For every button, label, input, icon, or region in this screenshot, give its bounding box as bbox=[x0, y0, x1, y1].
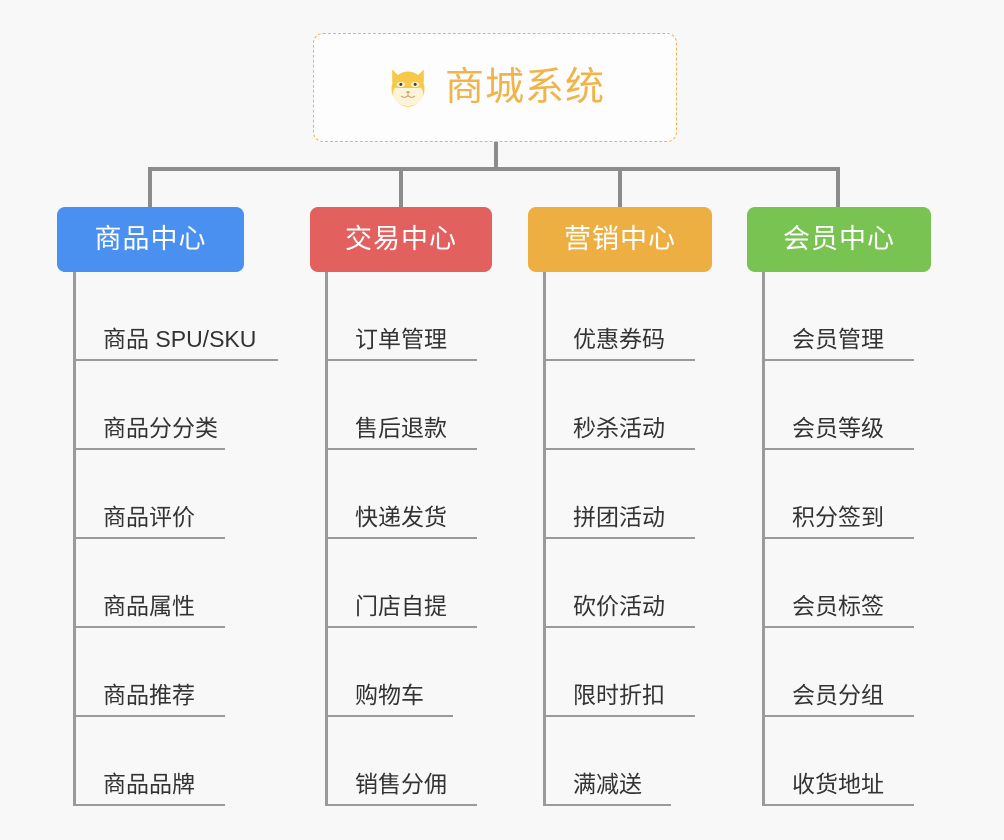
leaf-item[interactable]: 满减送 bbox=[543, 717, 671, 806]
leaf-underline bbox=[543, 448, 695, 450]
leaf-item[interactable]: 砍价活动 bbox=[543, 539, 695, 628]
leaf-underline bbox=[543, 359, 695, 361]
shiba-dog-face-icon bbox=[391, 68, 425, 107]
leaf-item[interactable]: 收货地址 bbox=[762, 717, 914, 806]
leaf-item[interactable]: 会员管理 bbox=[762, 272, 914, 361]
leaf-label: 商品分分类 bbox=[103, 415, 218, 441]
leaf-item[interactable]: 销售分佣 bbox=[325, 717, 477, 806]
leaf-item[interactable]: 商品分分类 bbox=[73, 361, 256, 450]
connector-drop-4 bbox=[836, 167, 840, 207]
leaf-label: 收货地址 bbox=[792, 771, 884, 797]
leaf-underline bbox=[762, 715, 914, 717]
leaf-item[interactable]: 会员标签 bbox=[762, 539, 914, 628]
leaf-underline bbox=[73, 448, 225, 450]
leaf-label: 限时折扣 bbox=[573, 682, 665, 708]
category-node-trade-center[interactable]: 交易中心 bbox=[310, 207, 492, 272]
category-label: 交易中心 bbox=[345, 224, 457, 254]
leaf-item[interactable]: 购物车 bbox=[325, 628, 453, 717]
leaf-item[interactable]: 商品属性 bbox=[73, 539, 256, 628]
leaf-underline bbox=[543, 626, 695, 628]
leaf-item[interactable]: 会员等级 bbox=[762, 361, 914, 450]
category-label: 商品中心 bbox=[94, 224, 207, 254]
leaf-item[interactable]: 积分签到 bbox=[762, 450, 914, 539]
leaf-underline bbox=[762, 359, 914, 361]
leaf-branch-product-center: 商品 SPU/SKU 商品分分类 商品评价 商品属性 商品推荐 商品品牌 bbox=[73, 272, 278, 806]
leaf-label: 优惠券码 bbox=[573, 326, 665, 352]
leaf-underline bbox=[73, 715, 225, 717]
leaf-label: 售后退款 bbox=[355, 415, 447, 441]
leaf-underline bbox=[325, 537, 477, 539]
leaf-underline bbox=[73, 359, 278, 361]
leaf-item[interactable]: 限时折扣 bbox=[543, 628, 695, 717]
leaf-label: 积分签到 bbox=[792, 504, 884, 530]
branch-trunk bbox=[762, 272, 765, 806]
leaf-label: 秒杀活动 bbox=[573, 415, 665, 441]
connector-drop-3 bbox=[618, 167, 622, 207]
connector-drop-2 bbox=[399, 167, 403, 207]
leaf-item[interactable]: 商品 SPU/SKU bbox=[73, 272, 278, 361]
leaf-underline bbox=[543, 537, 695, 539]
leaf-underline bbox=[73, 804, 225, 806]
leaf-branch-member-center: 会员管理 会员等级 积分签到 会员标签 会员分组 收货地址 bbox=[762, 272, 914, 806]
leaf-label: 砍价活动 bbox=[573, 593, 665, 619]
leaf-underline bbox=[325, 804, 477, 806]
leaf-item[interactable]: 商品评价 bbox=[73, 450, 256, 539]
root-title: 商城系统 bbox=[444, 66, 605, 109]
connector-drop-1 bbox=[148, 167, 152, 207]
leaf-item[interactable]: 快递发货 bbox=[325, 450, 477, 539]
leaf-label: 会员管理 bbox=[792, 326, 884, 352]
leaf-branch-trade-center: 订单管理 售后退款 快递发货 门店自提 购物车 销售分佣 bbox=[325, 272, 477, 806]
leaf-underline bbox=[73, 626, 225, 628]
connector-root-stem bbox=[494, 142, 498, 170]
leaf-label: 销售分佣 bbox=[355, 771, 447, 797]
category-label: 营销中心 bbox=[564, 224, 676, 254]
leaf-underline bbox=[543, 804, 671, 806]
category-node-marketing-center[interactable]: 营销中心 bbox=[528, 207, 712, 272]
leaf-label: 商品推荐 bbox=[103, 682, 195, 708]
leaf-label: 商品 SPU/SKU bbox=[103, 326, 257, 352]
leaf-underline bbox=[325, 359, 477, 361]
category-label: 会员中心 bbox=[783, 224, 895, 254]
leaf-label: 会员分组 bbox=[792, 682, 884, 708]
leaf-label: 商品属性 bbox=[103, 593, 195, 619]
leaf-item[interactable]: 商品推荐 bbox=[73, 628, 256, 717]
leaf-label: 快递发货 bbox=[355, 504, 447, 530]
leaf-label: 会员等级 bbox=[792, 415, 884, 441]
leaf-label: 购物车 bbox=[355, 682, 424, 708]
leaf-label: 拼团活动 bbox=[573, 504, 665, 530]
root-node[interactable]: 商城系统 bbox=[313, 33, 677, 142]
leaf-underline bbox=[325, 626, 477, 628]
leaf-label: 订单管理 bbox=[355, 326, 447, 352]
leaf-underline bbox=[543, 715, 695, 717]
leaf-branch-marketing-center: 优惠券码 秒杀活动 拼团活动 砍价活动 限时折扣 满减送 bbox=[543, 272, 695, 806]
leaf-underline bbox=[762, 448, 914, 450]
leaf-underline bbox=[73, 537, 225, 539]
leaf-underline bbox=[762, 626, 914, 628]
leaf-item[interactable]: 商品品牌 bbox=[73, 717, 256, 806]
leaf-label: 满减送 bbox=[573, 771, 642, 797]
leaf-label: 商品品牌 bbox=[103, 771, 195, 797]
leaf-item[interactable]: 拼团活动 bbox=[543, 450, 695, 539]
branch-trunk bbox=[543, 272, 546, 806]
leaf-item[interactable]: 秒杀活动 bbox=[543, 361, 695, 450]
category-node-product-center[interactable]: 商品中心 bbox=[57, 207, 244, 272]
leaf-underline bbox=[762, 804, 914, 806]
leaf-item[interactable]: 优惠券码 bbox=[543, 272, 695, 361]
branch-trunk bbox=[325, 272, 328, 806]
leaf-label: 会员标签 bbox=[792, 593, 884, 619]
leaf-label: 商品评价 bbox=[103, 504, 195, 530]
leaf-label: 门店自提 bbox=[355, 593, 447, 619]
category-node-member-center[interactable]: 会员中心 bbox=[747, 207, 931, 272]
branch-trunk bbox=[73, 272, 76, 806]
leaf-item[interactable]: 门店自提 bbox=[325, 539, 477, 628]
leaf-item[interactable]: 订单管理 bbox=[325, 272, 477, 361]
leaf-underline bbox=[325, 448, 477, 450]
leaf-underline bbox=[762, 537, 914, 539]
leaf-item[interactable]: 会员分组 bbox=[762, 628, 914, 717]
connector-horizontal-bus bbox=[148, 167, 840, 171]
leaf-item[interactable]: 售后退款 bbox=[325, 361, 477, 450]
leaf-underline bbox=[325, 715, 453, 717]
